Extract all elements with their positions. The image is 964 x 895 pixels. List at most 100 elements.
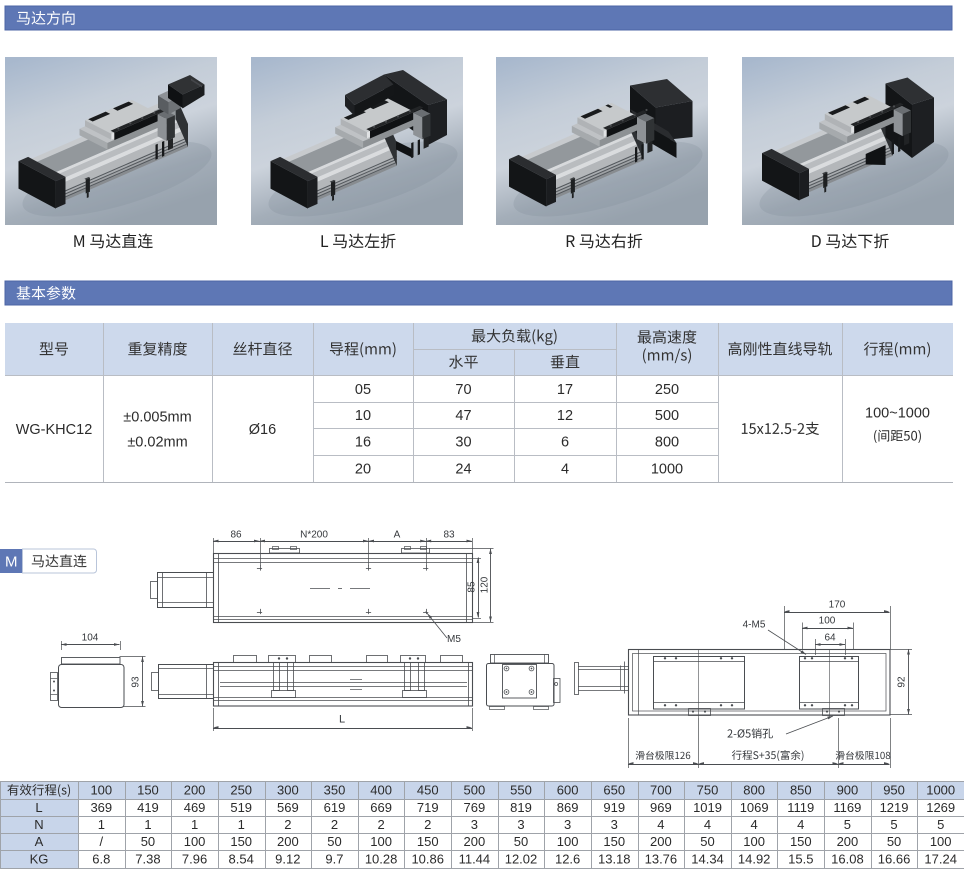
svg-text:A: A (394, 530, 401, 541)
svg-text:5: 5 (937, 817, 944, 832)
svg-text:1: 1 (98, 817, 105, 832)
svg-text:12.6: 12.6 (555, 852, 580, 867)
svg-text:4: 4 (751, 817, 758, 832)
svg-text:85: 85 (467, 581, 478, 593)
svg-text:919: 919 (603, 800, 625, 815)
svg-text:14.34: 14.34 (691, 852, 724, 867)
svg-text:A: A (35, 834, 44, 849)
svg-text:WG-KHC12: WG-KHC12 (16, 422, 93, 438)
svg-text:469: 469 (184, 800, 206, 815)
svg-text:569: 569 (277, 800, 299, 815)
svg-text:500: 500 (655, 408, 679, 424)
svg-text:50: 50 (327, 834, 341, 849)
svg-text:4: 4 (704, 817, 711, 832)
svg-text:16.08: 16.08 (831, 852, 864, 867)
svg-text:93: 93 (131, 676, 142, 688)
svg-text:519: 519 (230, 800, 252, 815)
svg-text:819: 819 (510, 800, 532, 815)
svg-text:969: 969 (650, 800, 672, 815)
svg-text:13.18: 13.18 (598, 852, 631, 867)
svg-text:1069: 1069 (740, 800, 769, 815)
svg-text:13.76: 13.76 (645, 852, 678, 867)
svg-text:12.02: 12.02 (505, 852, 538, 867)
svg-text:1000: 1000 (651, 461, 683, 477)
svg-text:150: 150 (790, 834, 812, 849)
svg-text:14.92: 14.92 (738, 852, 771, 867)
svg-text:200: 200 (464, 834, 486, 849)
svg-text:100~1000: 100~1000 (865, 406, 930, 422)
svg-text:100: 100 (184, 834, 206, 849)
svg-text:600: 600 (557, 783, 579, 798)
svg-text:200: 200 (650, 834, 672, 849)
svg-text:3: 3 (564, 817, 571, 832)
svg-text:150: 150 (230, 834, 252, 849)
svg-text:100: 100 (930, 834, 952, 849)
svg-text:10.86: 10.86 (411, 852, 444, 867)
svg-text:419: 419 (137, 800, 159, 815)
svg-text:16: 16 (355, 435, 371, 451)
svg-text:800: 800 (655, 435, 679, 451)
svg-text:1: 1 (238, 817, 245, 832)
svg-text:83: 83 (443, 530, 455, 541)
svg-text:1: 1 (191, 817, 198, 832)
svg-text:70: 70 (455, 382, 471, 398)
svg-text:1: 1 (144, 817, 151, 832)
svg-text:200: 200 (837, 834, 859, 849)
svg-text:±0.005mm: ±0.005mm (123, 409, 191, 425)
svg-text:6: 6 (561, 435, 569, 451)
svg-text:1119: 1119 (787, 800, 814, 815)
svg-text:47: 47 (455, 408, 471, 424)
svg-text:1219: 1219 (880, 800, 909, 815)
svg-text:2: 2 (424, 817, 431, 832)
svg-text:86: 86 (230, 530, 242, 541)
svg-text:769: 769 (464, 800, 486, 815)
svg-text:50: 50 (700, 834, 714, 849)
svg-text:50: 50 (141, 834, 155, 849)
svg-text:50: 50 (887, 834, 901, 849)
svg-text:4: 4 (657, 817, 664, 832)
svg-text:16.66: 16.66 (878, 852, 911, 867)
svg-text:9.12: 9.12 (275, 852, 300, 867)
svg-text:/: / (100, 834, 104, 849)
svg-text:800: 800 (743, 783, 765, 798)
svg-text:250: 250 (655, 382, 679, 398)
svg-text:6.8: 6.8 (92, 852, 110, 867)
svg-text:05: 05 (355, 382, 371, 398)
svg-text:4: 4 (797, 817, 804, 832)
svg-text:100: 100 (90, 783, 112, 798)
svg-text:92: 92 (897, 676, 908, 688)
svg-text:750: 750 (697, 783, 719, 798)
svg-text:4-M5: 4-M5 (743, 620, 766, 631)
svg-text:3: 3 (471, 817, 478, 832)
svg-text:17: 17 (557, 382, 573, 398)
svg-text:3: 3 (611, 817, 618, 832)
svg-text:4: 4 (561, 461, 569, 477)
svg-text:350: 350 (324, 783, 346, 798)
svg-text:±0.02mm: ±0.02mm (127, 434, 187, 450)
svg-text:450: 450 (417, 783, 439, 798)
svg-text:104: 104 (82, 633, 99, 644)
svg-text:100: 100 (743, 834, 765, 849)
svg-text:7.96: 7.96 (182, 852, 207, 867)
svg-text:L: L (339, 714, 345, 726)
svg-text:900: 900 (837, 783, 859, 798)
svg-text:869: 869 (557, 800, 579, 815)
svg-text:N*200: N*200 (300, 530, 328, 541)
svg-text:1269: 1269 (926, 800, 955, 815)
svg-text:10.28: 10.28 (365, 852, 398, 867)
svg-text:24: 24 (455, 461, 471, 477)
svg-text:950: 950 (883, 783, 905, 798)
svg-text:250: 250 (230, 783, 252, 798)
svg-text:2: 2 (377, 817, 384, 832)
svg-text:7.38: 7.38 (135, 852, 160, 867)
svg-text:500: 500 (464, 783, 486, 798)
svg-text:719: 719 (417, 800, 439, 815)
svg-text:1169: 1169 (833, 800, 861, 815)
svg-text:150: 150 (137, 783, 159, 798)
svg-text:2: 2 (331, 817, 338, 832)
svg-text:300: 300 (277, 783, 299, 798)
svg-text:369: 369 (90, 800, 112, 815)
svg-text:N: N (34, 817, 43, 832)
svg-text:2: 2 (284, 817, 291, 832)
svg-text:M5: M5 (447, 634, 461, 645)
